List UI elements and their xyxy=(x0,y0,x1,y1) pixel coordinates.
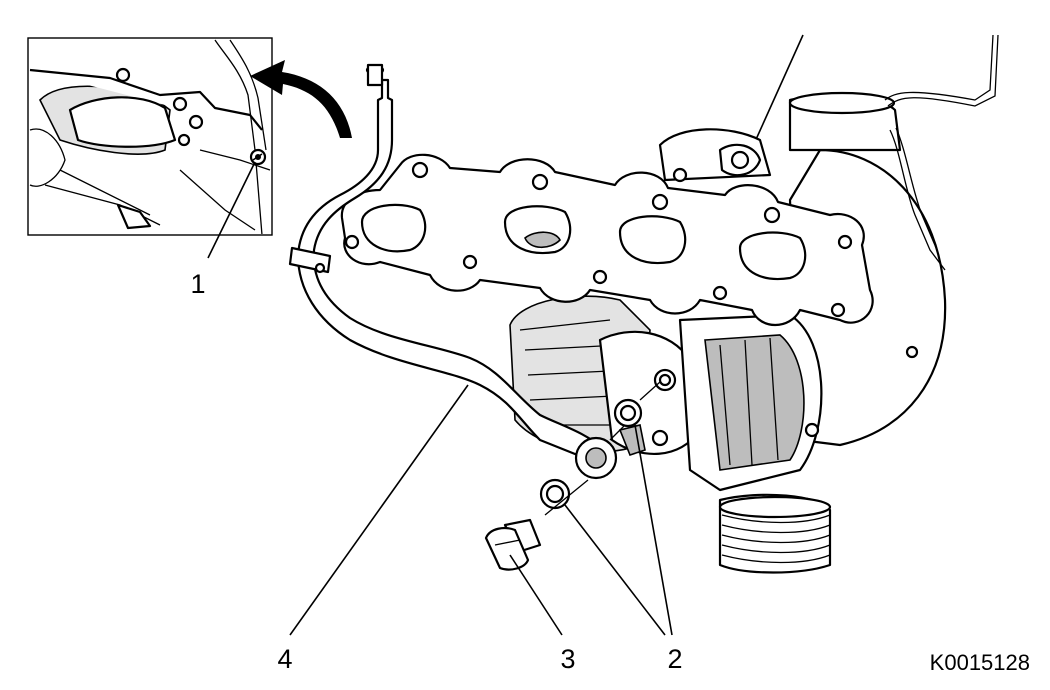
leader-line-1 xyxy=(207,161,256,259)
callout-2: 2 xyxy=(667,644,682,674)
oil-feed-pipe xyxy=(288,63,618,480)
inset-detail-view xyxy=(27,37,273,236)
curved-arrow-icon xyxy=(250,60,352,138)
callout-1: 1 xyxy=(190,269,205,299)
callout-3: 3 xyxy=(560,644,575,674)
leader-line-1-end xyxy=(252,153,263,161)
sealing-washers xyxy=(539,381,661,516)
leader-line-4 xyxy=(289,384,469,636)
callout-4: 4 xyxy=(277,644,292,674)
leader-line-2b xyxy=(634,424,673,636)
leader-line-2a xyxy=(564,504,666,636)
banjo-bolt xyxy=(484,518,542,571)
leader-line-3 xyxy=(509,554,563,636)
exhaust-manifold-flange xyxy=(340,153,874,326)
figure-code: K0015128 xyxy=(930,650,1030,675)
